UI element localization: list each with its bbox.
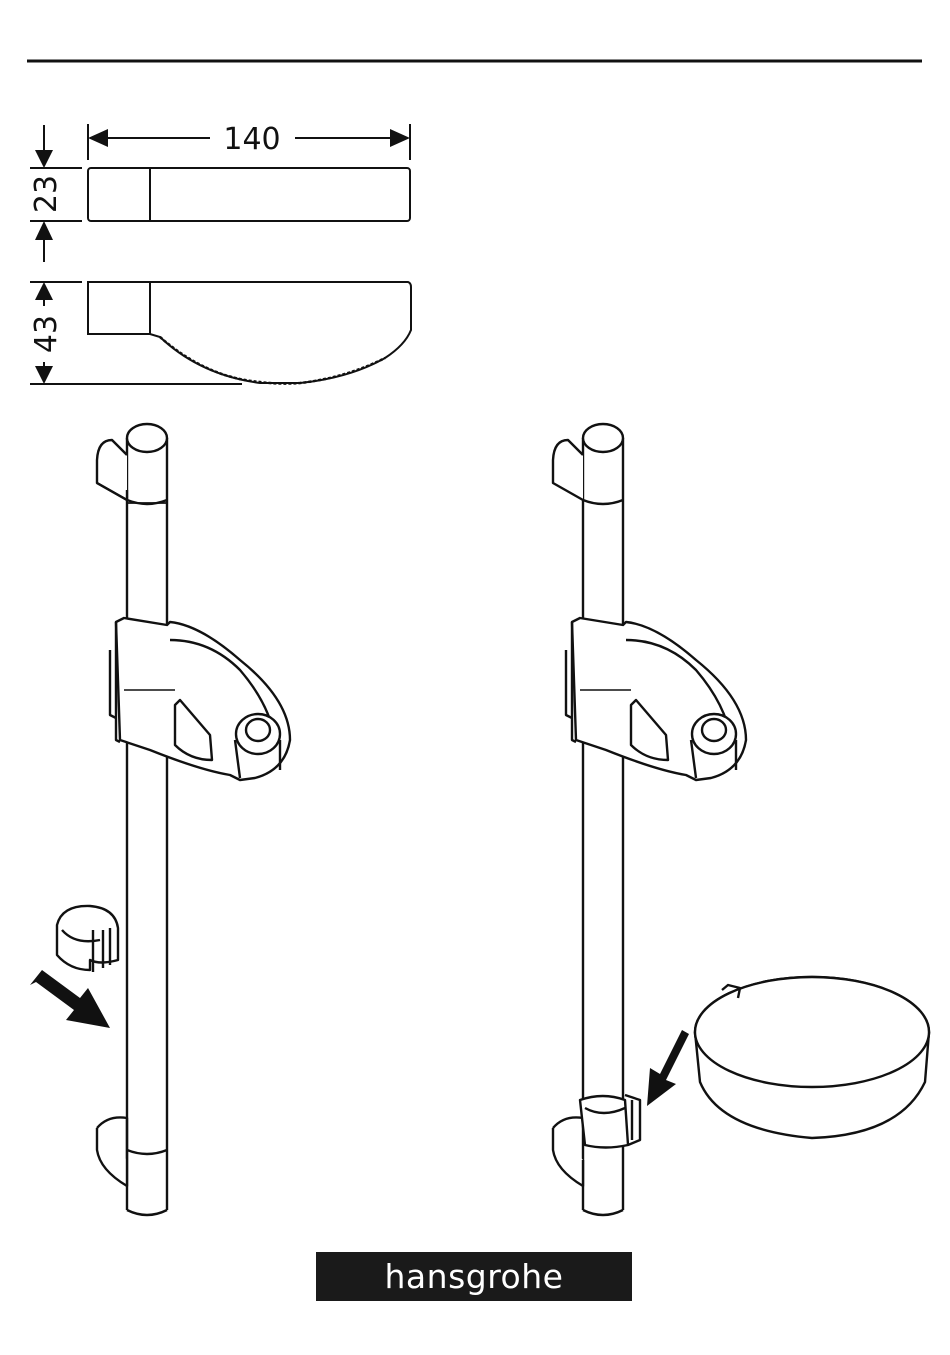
insertion-arrow-right-icon bbox=[647, 1030, 689, 1106]
brand-logo: hansgrohe bbox=[316, 1252, 632, 1301]
soap-dish-top-view bbox=[88, 168, 410, 221]
height-top-dimension-label: 23 bbox=[29, 175, 64, 213]
right-shower-rail-assembly bbox=[553, 424, 929, 1215]
brand-name: hansgrohe bbox=[385, 1260, 564, 1293]
left-shower-rail-assembly bbox=[57, 424, 290, 1215]
height-bottom-dimension-label: 43 bbox=[29, 315, 64, 353]
width-dimension-label: 140 bbox=[223, 122, 280, 157]
dimension-drawing bbox=[30, 124, 411, 384]
insertion-arrow-left-icon bbox=[30, 970, 110, 1028]
